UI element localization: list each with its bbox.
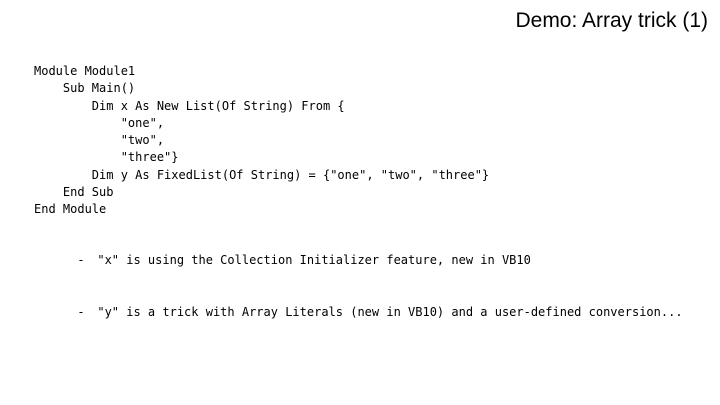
bullet-text: "y" is a trick with Array Literals (new …	[97, 305, 683, 320]
code-line: End Sub	[34, 184, 114, 199]
bullet-marker: -	[77, 305, 85, 320]
bullet-text: "x" is using the Collection Initializer …	[97, 253, 531, 268]
slide-title: Demo: Array trick (1)	[515, 9, 708, 32]
code-line: "two",	[34, 133, 165, 147]
code-block: Module Module1 Sub Main() Dim x As New L…	[34, 63, 489, 218]
code-line: "three"}	[34, 150, 179, 165]
bullet-item: -"x" is using the Collection Initializer…	[34, 235, 683, 287]
code-line: Dim y As FixedList(Of String) = {"one", …	[34, 167, 490, 182]
bullet-marker: -	[77, 253, 85, 268]
code-line: "one",	[34, 115, 165, 130]
code-line: End Module	[34, 202, 107, 216]
code-line: Module Module1	[34, 64, 136, 78]
bullet-item: -"y" is a trick with Array Literals (new…	[34, 287, 683, 339]
code-line: Dim x As New List(Of String) From {	[34, 98, 345, 113]
code-line: Sub Main()	[34, 81, 136, 96]
bullet-list: -"x" is using the Collection Initializer…	[34, 235, 683, 339]
